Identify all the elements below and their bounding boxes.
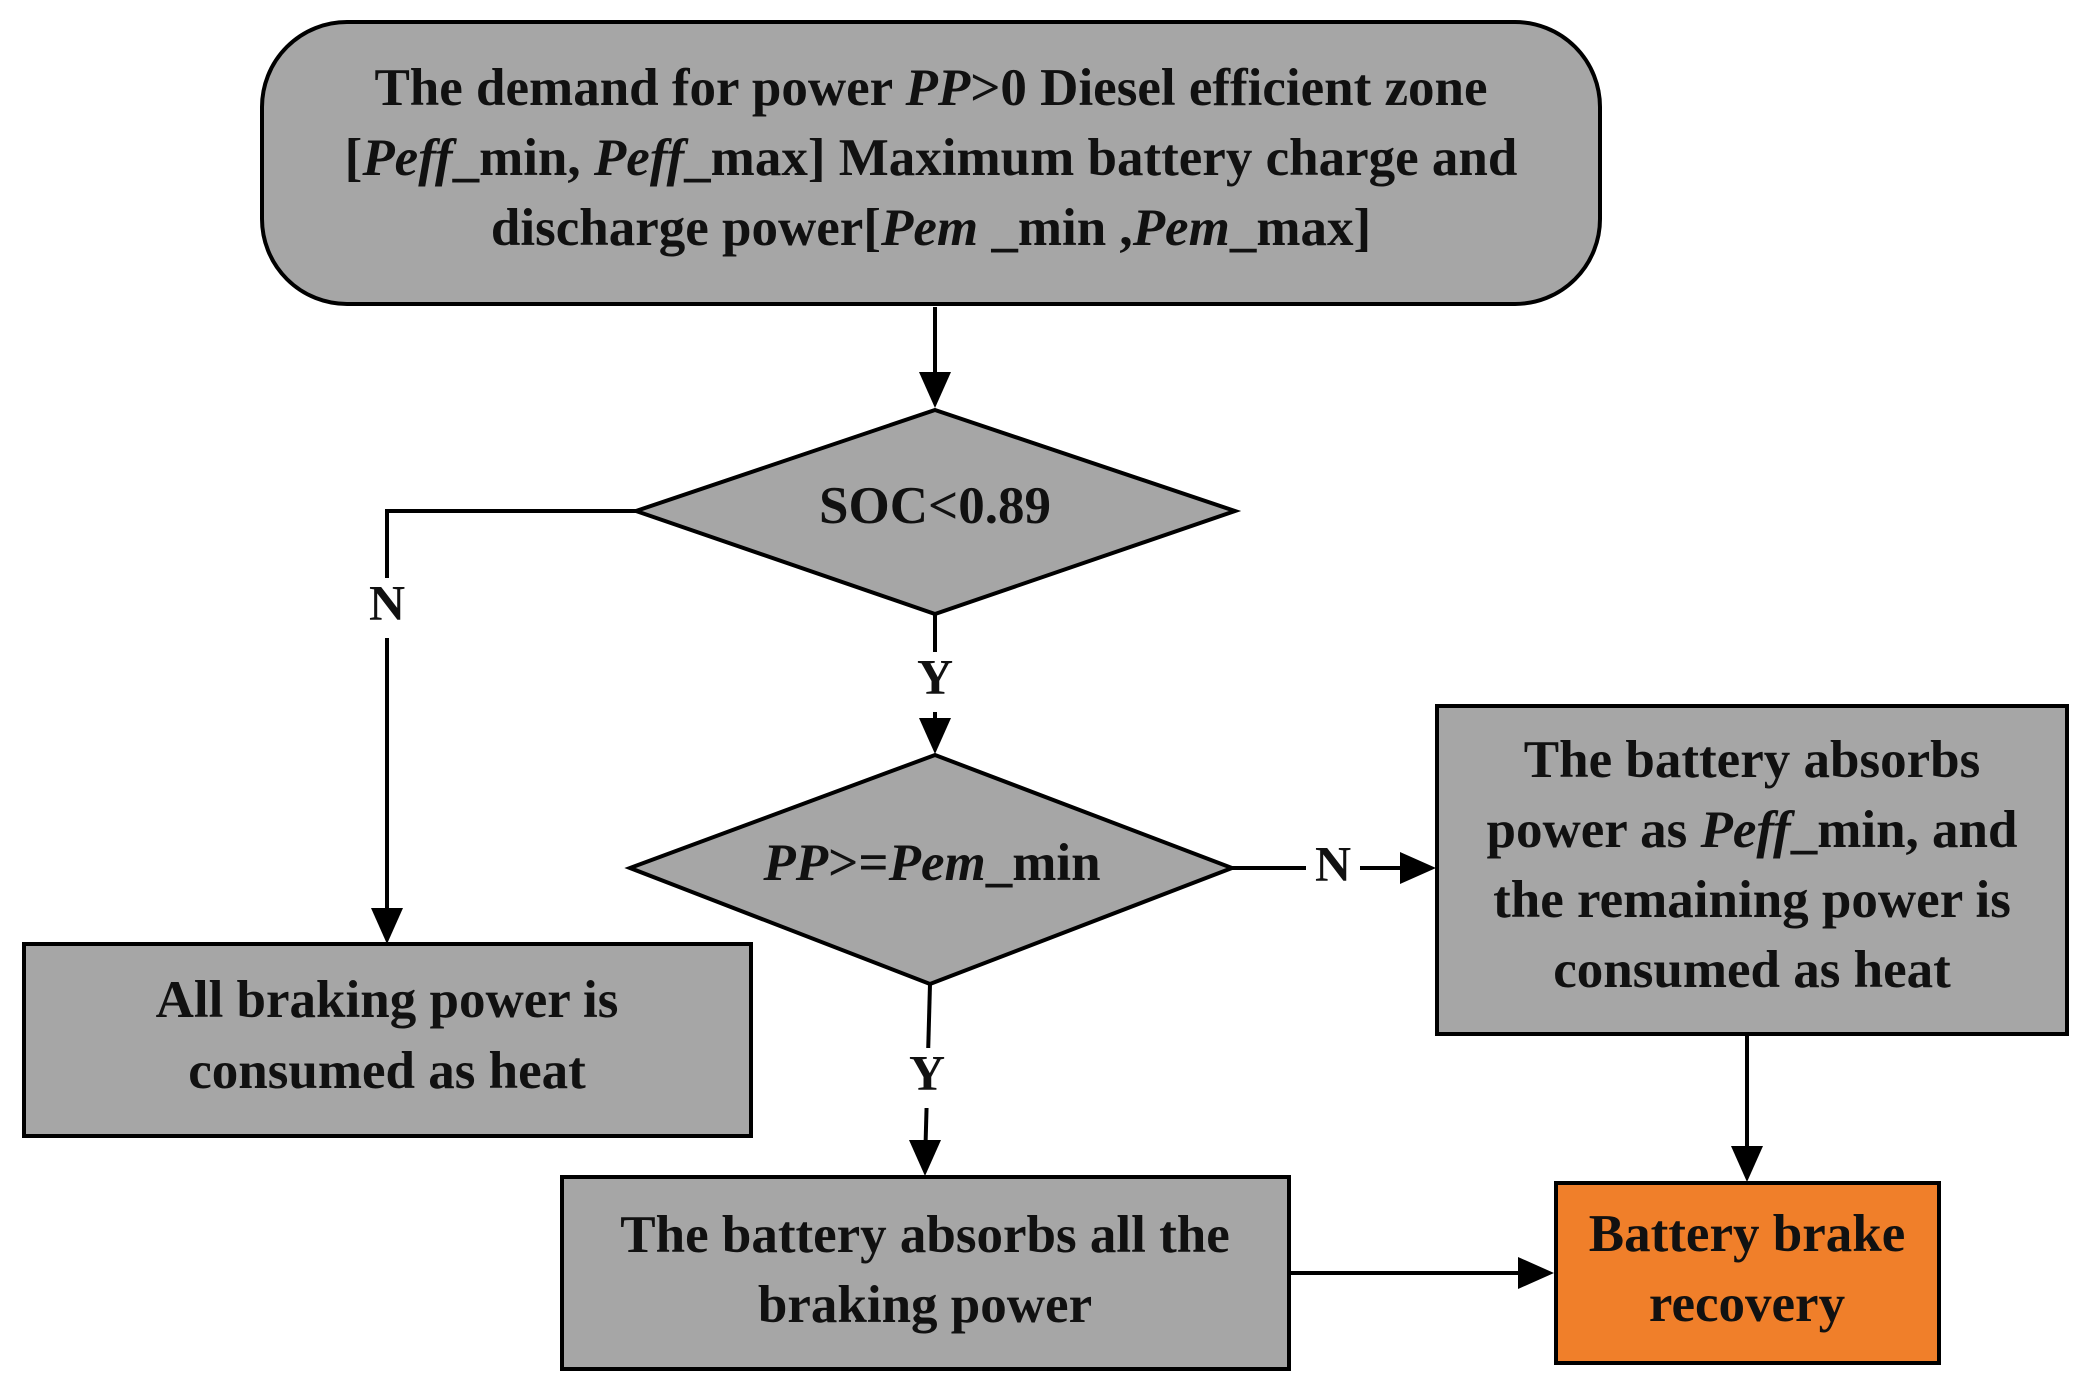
edge-soc-no [385, 509, 636, 916]
start-line-0-run-2: >0 Diesel efficient zone [970, 59, 1487, 117]
partial-line-0-run-0: The battery absorbs [1524, 731, 1980, 789]
pp-yes-label: Y [909, 1044, 945, 1100]
partial-line-1-run-2: _min, and [1790, 801, 2018, 859]
arrowhead-pp-yes [909, 1140, 941, 1176]
partial-line-1-run-1: Peff [1699, 801, 1796, 859]
absorb_all-line-0-run-0: The battery absorbs all the [620, 1206, 1230, 1264]
soc-decision-node [629, 407, 1242, 617]
recovery-node [1554, 1181, 1941, 1365]
start-line-2-run-1: Pem [880, 199, 978, 257]
start-line-0-run-0: The demand for power [374, 59, 905, 117]
absorb-all-text: The battery absorbs all the braking power [620, 1206, 1230, 1334]
start-line-1-run-1: Peff [361, 129, 458, 187]
heat-all-node [22, 942, 753, 1138]
decision_pp-line-0-run-3: _min [985, 834, 1101, 892]
start-line-1-run-2: _min, [452, 129, 594, 187]
start-line-1-run-4: _max] Maximum battery charge and [683, 129, 1517, 187]
decision_pp-line-0-run-2: Pem [888, 834, 986, 892]
partial-absorb-text: The battery absorbs power as Peff_min, an… [1486, 731, 2017, 999]
arrowhead-absorb-to-recovery [1518, 1257, 1554, 1289]
start-line-2-run-4: _max] [1229, 199, 1371, 257]
pp-decision-node [624, 752, 1238, 987]
arrowhead-soc-no [371, 908, 403, 944]
recovery-line-0-run-0: Battery brake [1589, 1205, 1905, 1263]
pp-no-label: N [1315, 835, 1351, 891]
start-line-2-run-2: _min , [978, 199, 1133, 257]
partial-line-3-run-0: consumed as heat [1553, 941, 1951, 999]
decision_pp-line-0-run-0: PP [762, 834, 828, 892]
decision_pp-line-0-run-1: >= [828, 834, 888, 892]
recovery-line-1-run-0: recovery [1649, 1275, 1845, 1333]
start-line-2-run-0: discharge power[ [491, 199, 881, 257]
recovery-text: Battery brake recovery [1589, 1205, 1905, 1333]
start-node-text: The demand for power PP>0 Diesel efficie… [345, 59, 1518, 257]
soc-yes-label: Y [917, 648, 953, 704]
absorb-all-node [560, 1175, 1291, 1371]
partial-line-2-run-0: the remaining power is [1493, 871, 2011, 929]
soc-no-label-bg [362, 578, 412, 638]
arrowhead-soc-yes [919, 718, 951, 754]
soc-decision-text: SOC<0.89 [819, 477, 1051, 535]
arrowhead-pp-no [1400, 852, 1436, 884]
pp-yes-label-bg [902, 1048, 952, 1108]
start-line-2-run-3: Pem [1132, 199, 1230, 257]
start-node [260, 20, 1602, 306]
soc-no-label: N [369, 574, 405, 630]
heat-all-text: All braking power is consumed as heat [156, 971, 619, 1100]
absorb_all-line-1-run-0: braking power [758, 1276, 1092, 1334]
partial-absorb-node [1435, 704, 2069, 1036]
soc-yes-label-bg [910, 652, 960, 712]
partial-line-1-run-0: power as [1486, 801, 1700, 859]
heat_all-line-0-run-0: All braking power is [156, 971, 619, 1029]
start-line-1-run-3: Peff [593, 129, 690, 187]
arrowhead-start-to-soc [919, 372, 951, 408]
start-line-0-run-1: PP [904, 59, 970, 117]
heat_all-line-1-run-0: consumed as heat [188, 1042, 586, 1100]
decision_soc-line-0-run-0: SOC<0.89 [819, 477, 1051, 535]
start-line-1-run-0: [ [345, 129, 363, 187]
arrowhead-partial-to-recovery [1731, 1146, 1763, 1182]
pp-no-label-bg [1306, 840, 1360, 896]
connectors [371, 307, 1763, 1289]
pp-decision-text: PP>=Pem_min [762, 834, 1100, 892]
